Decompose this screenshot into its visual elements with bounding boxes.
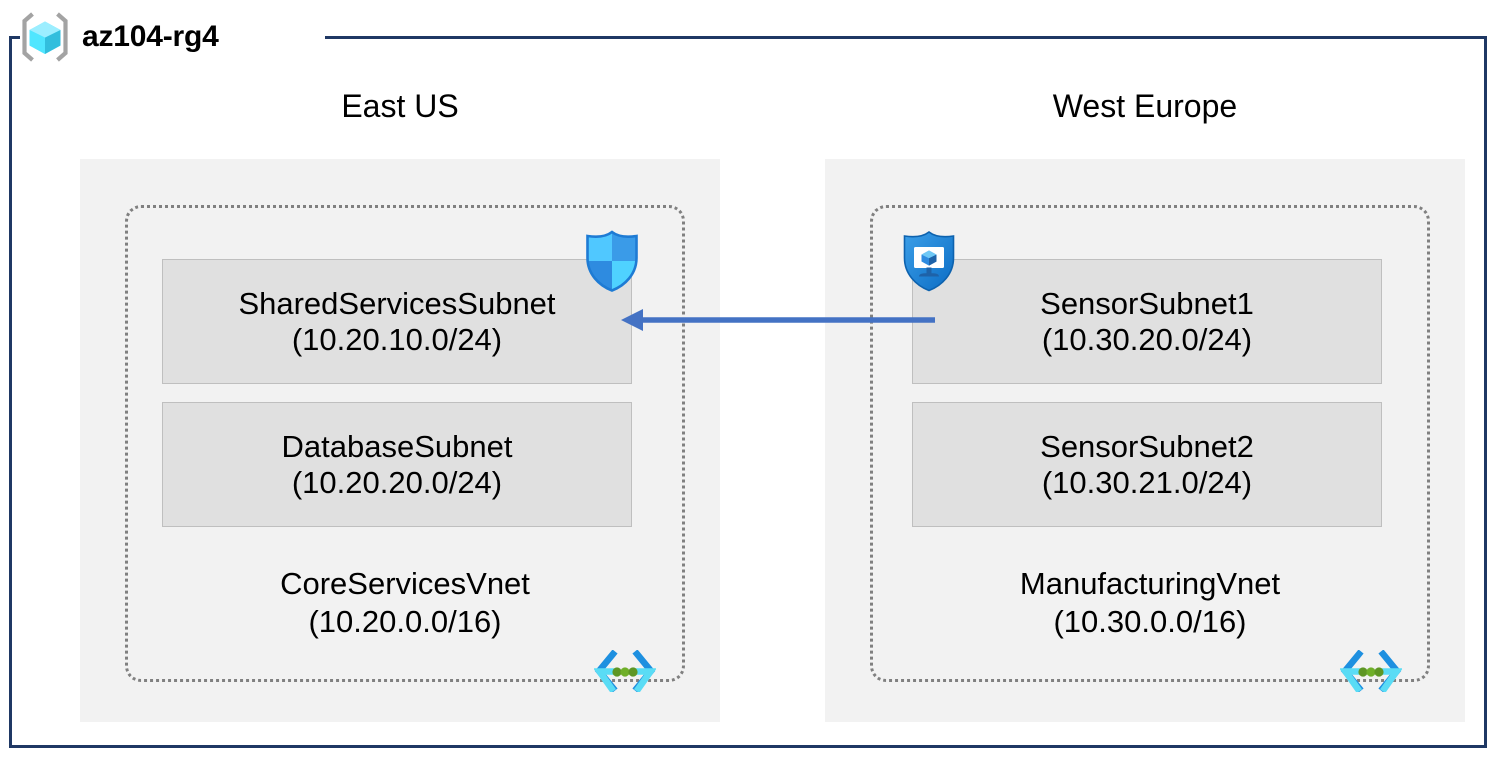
resource-group-title-mask	[20, 20, 325, 54]
subnet-sharedservicessubnet[interactable]: SharedServicesSubnet (10.20.10.0/24)	[162, 259, 632, 384]
region-label-east-us: East US	[341, 88, 459, 124]
subnet-cidr: (10.20.10.0/24)	[291, 321, 503, 357]
subnet-sensorsubnet1[interactable]: SensorSubnet1 (10.30.20.0/24)	[912, 259, 1382, 384]
subnet-name: DatabaseSubnet	[281, 428, 513, 464]
resource-group-header: az104-rg4	[18, 8, 219, 66]
resource-group-name: az104-rg4	[82, 20, 219, 53]
resource-group-frame	[9, 36, 1487, 748]
vnet-name: CoreServicesVnet	[280, 566, 530, 601]
vnet-boundary-coreservicesvnet	[125, 205, 685, 682]
subnet-name: SharedServicesSubnet	[238, 285, 556, 321]
application-security-group-shield-icon	[903, 230, 955, 292]
subnet-cidr: (10.20.20.0/24)	[291, 464, 503, 500]
subnet-name: SensorSubnet1	[1040, 285, 1254, 321]
resource-group-cube-icon	[22, 12, 68, 62]
virtual-network-icon	[594, 650, 656, 692]
vnet-boundary-manufacturingvnet	[870, 205, 1430, 682]
vnet-caption-coreservicesvnet: CoreServicesVnet (10.20.0.0/16)	[125, 565, 685, 641]
vnet-caption-manufacturingvnet: ManufacturingVnet (10.30.0.0/16)	[870, 565, 1430, 641]
subnet-databasesubnet[interactable]: DatabaseSubnet (10.20.20.0/24)	[162, 402, 632, 527]
virtual-network-icon	[1340, 650, 1402, 692]
subnet-name: SensorSubnet2	[1040, 428, 1254, 464]
subnet-cidr: (10.30.20.0/24)	[1041, 321, 1253, 357]
vnet-peering-arrow	[621, 309, 935, 331]
vnet-cidr: (10.30.0.0/16)	[1053, 604, 1247, 639]
region-label-west-europe: West Europe	[1052, 88, 1238, 124]
subnet-sensorsubnet2[interactable]: SensorSubnet2 (10.30.21.0/24)	[912, 402, 1382, 527]
vnet-cidr: (10.20.0.0/16)	[308, 604, 502, 639]
vnet-name: ManufacturingVnet	[1019, 566, 1281, 601]
subnet-cidr: (10.30.21.0/24)	[1041, 464, 1253, 500]
network-security-group-shield-icon	[586, 230, 638, 292]
